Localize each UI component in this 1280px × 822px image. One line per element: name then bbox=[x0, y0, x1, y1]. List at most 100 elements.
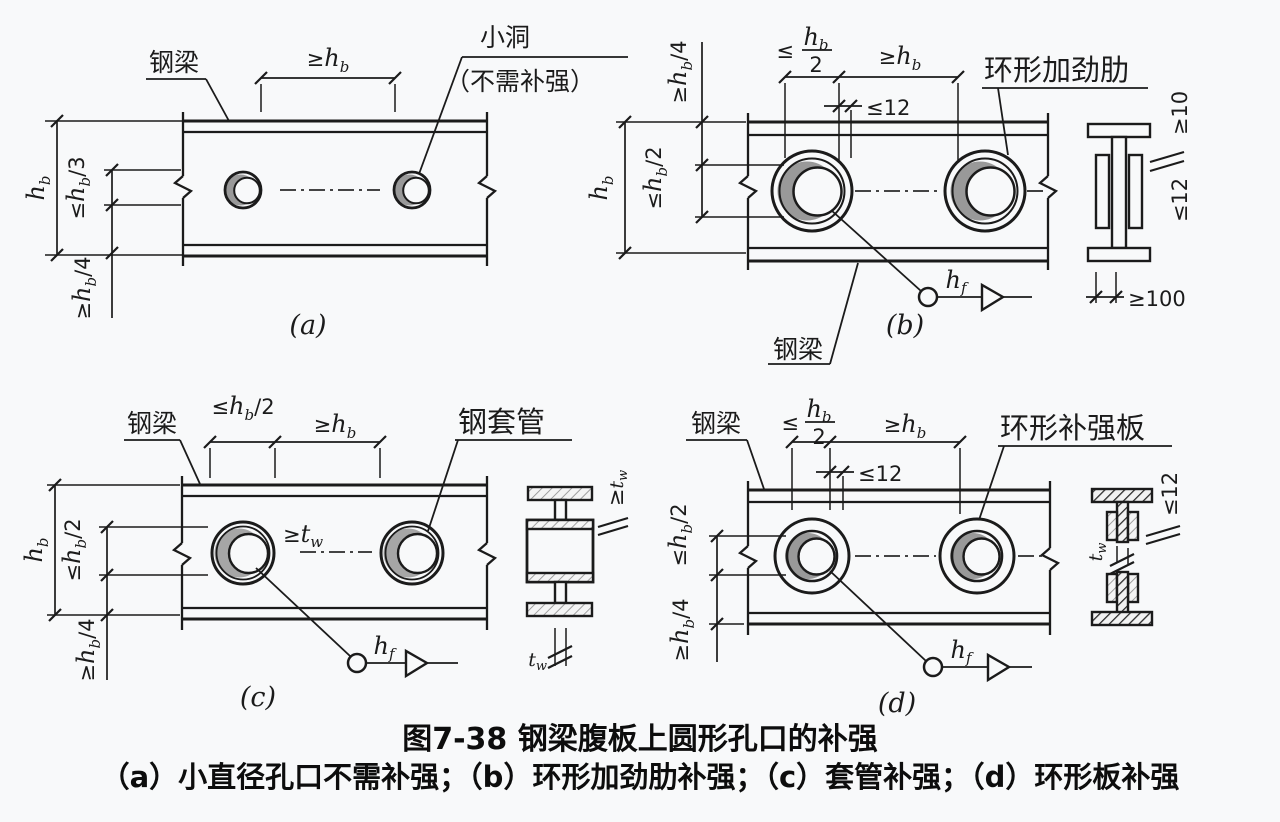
dim-hb-b bbox=[616, 115, 746, 260]
small-hole-leader bbox=[418, 56, 463, 175]
dim-spacing-b bbox=[778, 70, 965, 160]
ring-stiffener-section bbox=[1127, 153, 1144, 230]
ring-plate-section bbox=[1126, 572, 1140, 604]
dim-hole-d bbox=[709, 529, 786, 662]
dim-label-le-hb2: ≤hb/2 bbox=[58, 518, 90, 581]
dim-label-le-hb3: ≤hb/3 bbox=[62, 156, 94, 219]
steel-sleeve-label: 钢套管 bbox=[458, 405, 545, 439]
ring-stiffener-hole bbox=[770, 149, 854, 233]
weld-symbol: hf bbox=[255, 567, 458, 679]
frac-le-hb2: ≤ hb 2 bbox=[776, 23, 832, 77]
weld-size-label: hf bbox=[950, 636, 973, 667]
small-hole-label: 小洞 bbox=[480, 23, 530, 52]
weld-symbol: hf bbox=[829, 570, 1032, 683]
figure-d: ≤ hb 2 ≥hb ≤12 ≤hb/2 ≥hb/4 钢梁 环形补强板 bbox=[664, 395, 1182, 719]
dim-label-ge-hb4: ≥hb/4 bbox=[664, 40, 696, 103]
frac-numerator: hb bbox=[806, 395, 831, 426]
ring-stiffener-label: 环形加劲肋 bbox=[984, 53, 1129, 87]
beam-label-leader bbox=[179, 439, 201, 485]
dim-hole-a bbox=[104, 163, 181, 318]
dim-label-ge-hb4: ≥hb/4 bbox=[72, 618, 104, 681]
frac-denominator: 2 bbox=[809, 53, 822, 77]
figure-subtitle: （a）小直径孔口不需补强；（b）环形加劲肋补强；（c）套管补强；（d）环形板补强 bbox=[100, 760, 1180, 794]
dim-label-ge-tw: ≥tw bbox=[604, 470, 631, 506]
dim-spacing-c bbox=[203, 435, 387, 478]
subfigure-letter-c: (c) bbox=[240, 682, 276, 713]
beam-label-leader bbox=[829, 262, 859, 365]
dim-label-ge100: ≥100 bbox=[1128, 287, 1186, 311]
dim-label-le12: ≤12 bbox=[866, 96, 910, 120]
dim-label-hb: hb bbox=[20, 537, 52, 562]
dim-le12-d bbox=[816, 465, 854, 510]
dim-hole-b bbox=[695, 42, 784, 224]
ring-plate-hole bbox=[773, 517, 851, 595]
ring-stiffener-hole bbox=[943, 149, 1027, 233]
dim-ge10-arrows bbox=[1149, 150, 1185, 173]
frac-numerator: hb bbox=[803, 23, 828, 54]
le12-arrows bbox=[1145, 524, 1181, 546]
beam-elevation-c bbox=[171, 476, 498, 630]
beam-elevation-b bbox=[737, 113, 1059, 270]
dim-label-le12: ≤12 bbox=[1168, 178, 1192, 222]
dim-label-hb: hb bbox=[585, 175, 617, 200]
subfigure-letter-a: (a) bbox=[289, 310, 326, 341]
ring-plate-section bbox=[1105, 572, 1119, 604]
dim-label-ge10: ≥10 bbox=[1168, 91, 1192, 135]
dim-label-le-hb2: ≤hb/2 bbox=[211, 392, 274, 424]
ring-plate-leader bbox=[978, 445, 1005, 521]
figure-b: ≤ hb 2 ≥hb ≤12 hb ≥hb/ bbox=[585, 23, 1192, 365]
subfigure-letter-d: (d) bbox=[878, 688, 916, 719]
frac-le-sign: ≤ bbox=[776, 39, 794, 63]
dim-label-le-hb2: ≤hb/2 bbox=[664, 503, 696, 566]
dim-hb-c bbox=[47, 478, 180, 622]
sleeve-hole bbox=[379, 520, 445, 586]
weld-size-label: hf bbox=[373, 632, 396, 663]
dim-tw bbox=[547, 628, 573, 669]
ring-plate-section bbox=[1105, 510, 1119, 542]
figure-title: 图7-38 钢梁腹板上圆形孔口的补强 bbox=[402, 722, 878, 757]
dim-label-ge-hb4: ≥hb/4 bbox=[68, 256, 100, 319]
dim-label-ge-hb: ≥hb bbox=[879, 42, 922, 74]
beam-label: 钢梁 bbox=[691, 409, 741, 438]
dim-label-ge-hb: ≥hb bbox=[307, 44, 350, 76]
ring-stiffener-section bbox=[1094, 153, 1111, 230]
dim-label-le12: ≤12 bbox=[858, 462, 902, 486]
dim-tw-gap bbox=[1109, 546, 1135, 575]
cross-section-d: tw ≤12 bbox=[1085, 472, 1182, 627]
steel-sleeve-leader bbox=[427, 439, 459, 532]
dim-label-ge-hb4: ≥hb/4 bbox=[666, 598, 698, 661]
beam-elevation-a bbox=[172, 112, 498, 266]
beam-label: 钢梁 bbox=[127, 409, 177, 438]
web-hole bbox=[223, 170, 263, 210]
sleeve-hole bbox=[210, 520, 276, 586]
ring-plate-hole bbox=[938, 517, 1016, 595]
sleeve-wall-arrows bbox=[597, 516, 629, 537]
dim-label-tw: tw bbox=[528, 649, 547, 674]
dim-label-le12: ≤12 bbox=[1158, 472, 1182, 516]
ring-plate-label: 环形补强板 bbox=[1000, 411, 1145, 445]
frac-le-hb2: ≤ hb 2 bbox=[781, 395, 835, 449]
dim-label-tw: tw bbox=[1085, 543, 1110, 562]
dim-le12-b bbox=[824, 99, 862, 158]
dim-label-le-hb2: ≤hb/2 bbox=[639, 146, 671, 209]
figure-c: ≤hb/2 ≥hb hb ≤hb/2 ≥hb/4 ≥tw 钢梁 钢套管 bbox=[20, 392, 631, 713]
frac-le-sign: ≤ bbox=[781, 411, 799, 435]
frac-denominator: 2 bbox=[812, 425, 825, 449]
beam-label: 钢梁 bbox=[149, 48, 199, 77]
cross-section-c: ≥tw tw bbox=[525, 470, 631, 674]
dim-label-ge-hb: ≥hb bbox=[314, 410, 357, 442]
dim-spacing-d bbox=[785, 435, 967, 514]
dim-hb-a bbox=[45, 114, 183, 262]
cross-section-b: ≥10 ≤12 ≥100 bbox=[1086, 91, 1192, 311]
dim-spacing-a bbox=[254, 71, 402, 112]
subfigure-letter-b: (b) bbox=[886, 310, 924, 341]
beam-label: 钢梁 bbox=[773, 335, 823, 364]
figure-a: ≥hb hb ≤hb/3 ≥hb/4 钢梁 小洞 （不需补强） (a) bbox=[22, 23, 628, 341]
weld-symbol: hf bbox=[830, 209, 1032, 313]
dim-label-ge-hb: ≥hb bbox=[884, 410, 927, 442]
ring-plate-section bbox=[1126, 510, 1140, 542]
no-reinforce-label: （不需补强） bbox=[445, 67, 595, 96]
beam-label-leader bbox=[746, 439, 765, 490]
